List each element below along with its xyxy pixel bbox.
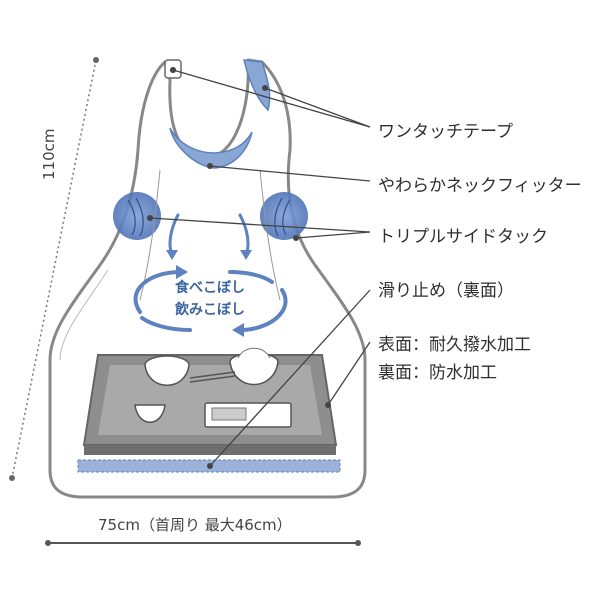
label-one-touch-tape: ワンタッチテープ [378, 117, 513, 142]
label-surface: 表面：耐久撥水加工 [378, 330, 531, 355]
label-neck-fitter: やわらかネックフィッター [378, 171, 582, 196]
width-dimension-line [45, 540, 361, 546]
width-label: 75cm（首周り 最大46cm） [98, 514, 292, 535]
label-back: 裏面：防水加工 [378, 358, 497, 383]
label-triple-side-tuck: トリプルサイドタック [378, 222, 548, 247]
label-non-slip: 滑り止め（裏面） [378, 276, 514, 301]
food-tray [84, 348, 336, 455]
center-text-line1: 食べこぼし [175, 279, 245, 296]
center-text-line2: 飲みこぼし [174, 301, 245, 318]
height-label: 110cm [40, 110, 58, 180]
